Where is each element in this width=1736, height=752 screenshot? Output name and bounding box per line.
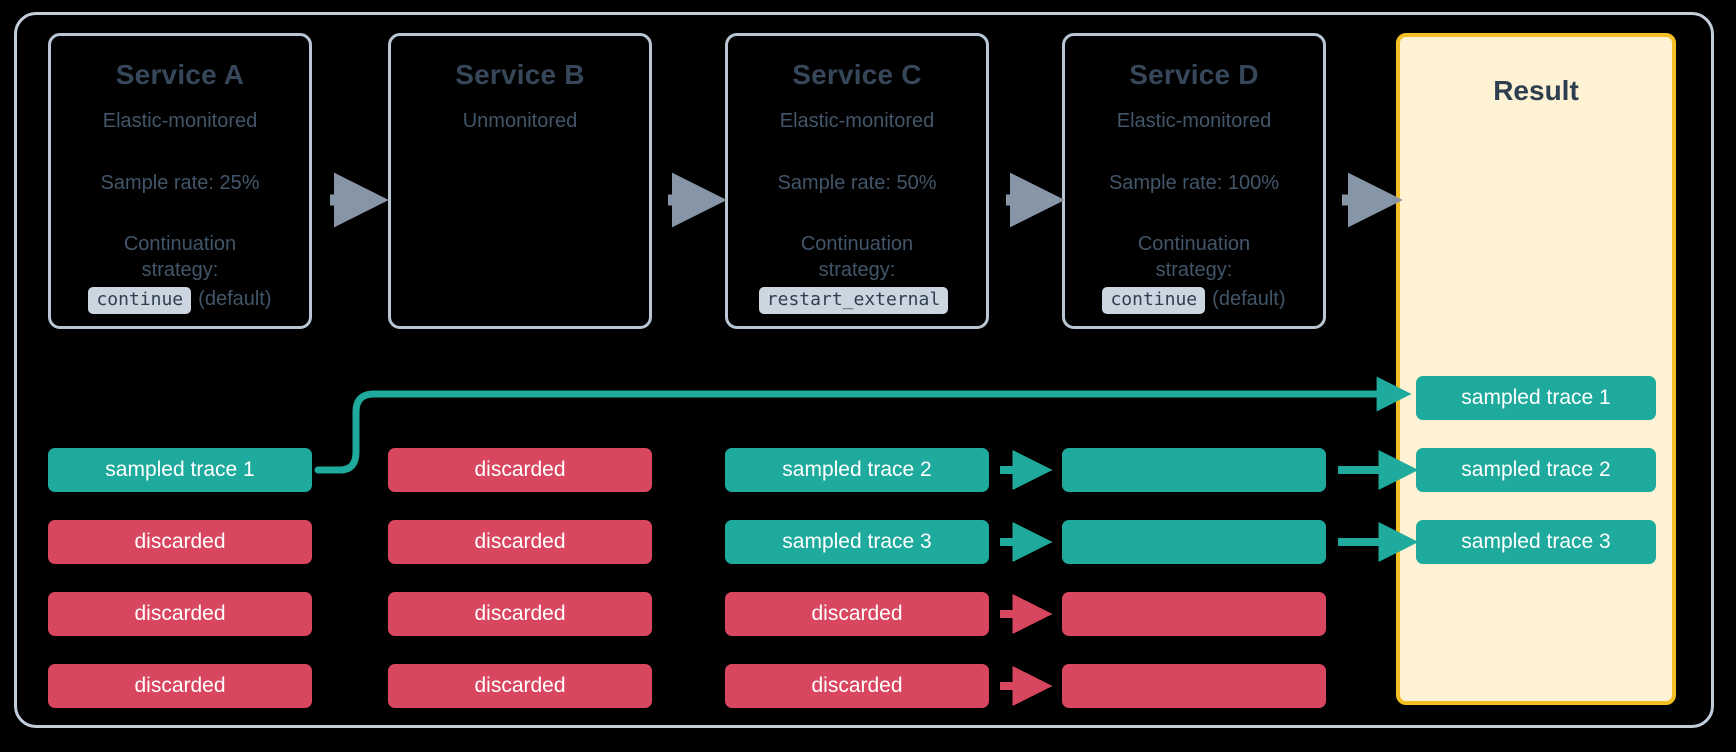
service-strategy-code: continue xyxy=(1102,286,1206,315)
service-strategy-label-line2: strategy: xyxy=(141,258,219,281)
service-strategy-label: Continuation strategy: xyxy=(61,231,299,283)
service-title: Service C xyxy=(792,59,922,90)
service-title: Service D xyxy=(1129,59,1259,90)
trace-chip xyxy=(1062,520,1326,564)
trace-chip xyxy=(1062,664,1326,708)
service-strategy-note: (default) xyxy=(198,287,272,310)
trace-chip: discarded xyxy=(48,520,312,564)
trace-chip xyxy=(1062,592,1326,636)
service-strategy-row: continue (default) xyxy=(1075,286,1313,315)
result-panel: Result xyxy=(1396,33,1676,705)
service-strategy-label-line1: Continuation xyxy=(123,232,237,255)
trace-chip: discarded xyxy=(388,592,652,636)
service-strategy-label: Continuation strategy: xyxy=(1075,231,1313,283)
service-title: Service B xyxy=(455,59,585,90)
trace-chip xyxy=(1062,448,1326,492)
trace-chip: discarded xyxy=(388,664,652,708)
service-strategy-note: (default) xyxy=(1212,287,1286,310)
result-trace-chip: sampled trace 2 xyxy=(1416,448,1656,492)
service-sample-rate: Sample rate: 50% xyxy=(777,171,937,194)
service-strategy-label-line1: Continuation xyxy=(800,232,914,255)
trace-chip: discarded xyxy=(725,592,989,636)
service-strategy-label-line1: Continuation xyxy=(1137,232,1251,255)
trace-chip: discarded xyxy=(388,448,652,492)
service-card-c: Service C Elastic-monitored Sample rate:… xyxy=(725,33,989,329)
service-monitoring-status: Elastic-monitored xyxy=(1116,109,1272,132)
service-strategy-label-line2: strategy: xyxy=(818,258,896,281)
trace-chip: discarded xyxy=(48,592,312,636)
service-card-d: Service D Elastic-monitored Sample rate:… xyxy=(1062,33,1326,329)
service-strategy-code: restart_external xyxy=(758,286,949,315)
service-monitoring-status: Unmonitored xyxy=(462,109,578,132)
service-strategy-code: continue xyxy=(88,286,192,315)
service-title: Service A xyxy=(115,59,245,90)
service-strategy-row: continue (default) xyxy=(61,286,299,315)
result-title: Result xyxy=(1493,75,1579,106)
service-strategy-row: restart_external xyxy=(738,286,976,315)
trace-chip: sampled trace 2 xyxy=(725,448,989,492)
trace-chip: discarded xyxy=(725,664,989,708)
service-sample-rate: Sample rate: 100% xyxy=(1108,171,1280,194)
service-strategy-label-line2: strategy: xyxy=(1155,258,1233,281)
trace-chip: sampled trace 1 xyxy=(48,448,312,492)
trace-chip: sampled trace 3 xyxy=(725,520,989,564)
result-trace-chip: sampled trace 3 xyxy=(1416,520,1656,564)
service-strategy-label: Continuation strategy: xyxy=(738,231,976,283)
service-card-b: Service B Unmonitored xyxy=(388,33,652,329)
service-card-a: Service A Elastic-monitored Sample rate:… xyxy=(48,33,312,329)
trace-chip: discarded xyxy=(48,664,312,708)
trace-chip: discarded xyxy=(388,520,652,564)
service-monitoring-status: Elastic-monitored xyxy=(102,109,258,132)
result-trace-chip: sampled trace 1 xyxy=(1416,376,1656,420)
service-monitoring-status: Elastic-monitored xyxy=(779,109,935,132)
service-sample-rate: Sample rate: 25% xyxy=(100,171,260,194)
